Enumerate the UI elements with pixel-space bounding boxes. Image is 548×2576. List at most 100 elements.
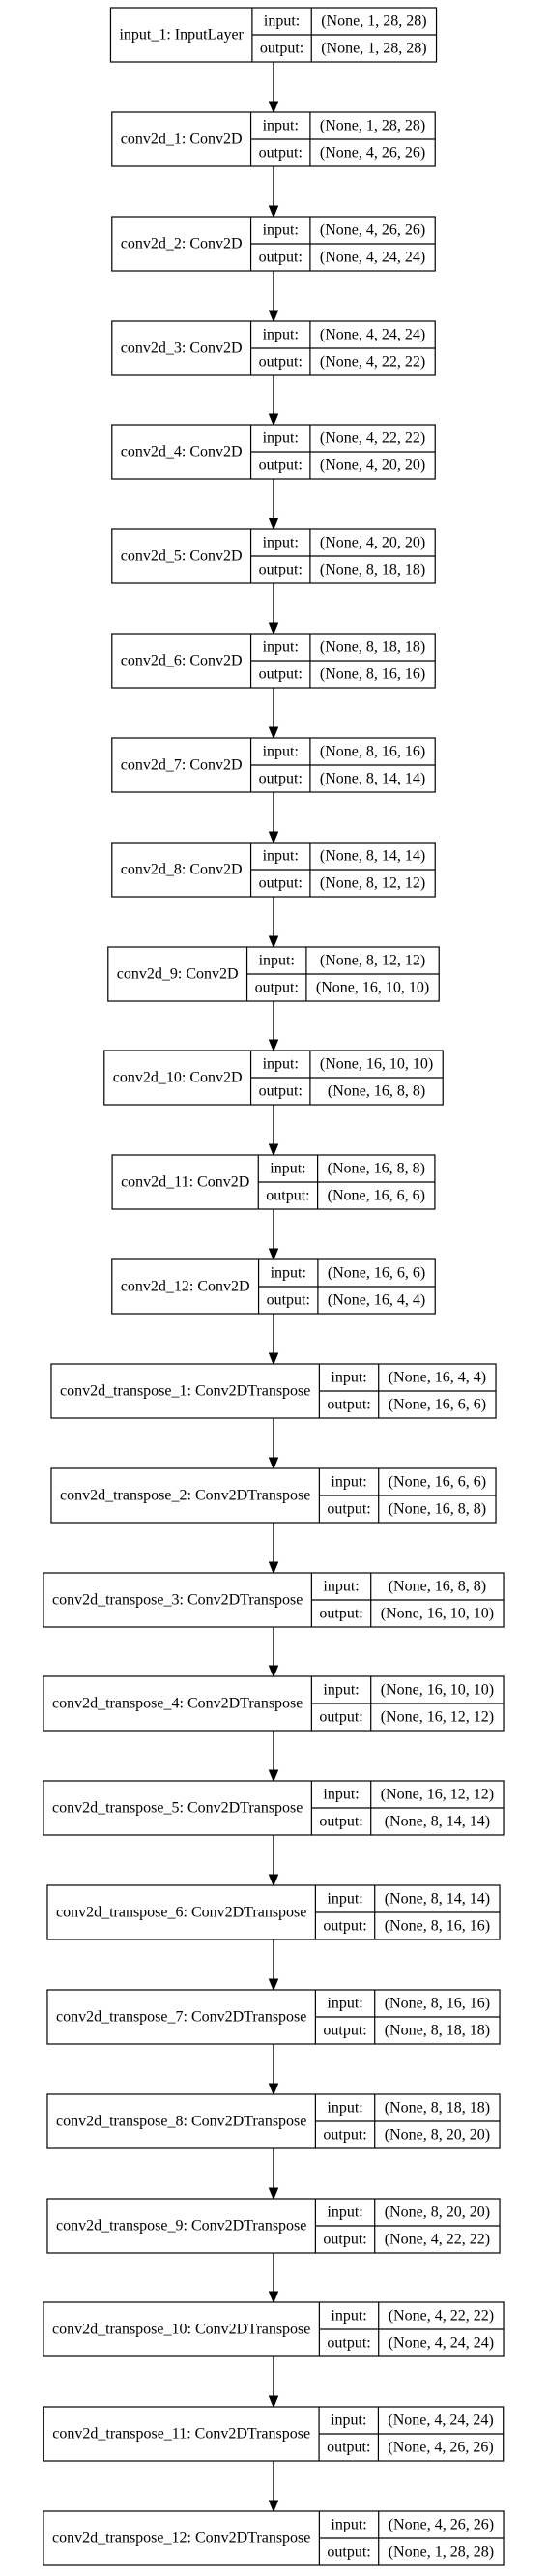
edge-arrow <box>268 1835 279 1887</box>
layer-name: conv2d_transpose_8: Conv2DTranspose <box>56 2114 306 2130</box>
edge-arrow <box>268 1001 279 1052</box>
edge-arrow <box>268 2148 279 2201</box>
input-label: input: <box>264 14 300 30</box>
layer-name: conv2d_4: Conv2D <box>121 444 243 460</box>
edge-arrow <box>268 1731 279 1783</box>
edge-arrow <box>268 271 279 323</box>
output-shape: (None, 8, 16, 16) <box>320 666 425 683</box>
input-label: input: <box>323 1579 359 1595</box>
output-label: output: <box>327 1397 370 1413</box>
input-label: input: <box>331 1370 366 1386</box>
input-label: input: <box>263 535 299 551</box>
input-label: input: <box>331 2413 366 2429</box>
input-shape: (None, 8, 12, 12) <box>320 953 425 969</box>
output-shape: (None, 16, 6, 6) <box>328 1188 425 1204</box>
layer-name: conv2d_transpose_7: Conv2DTranspose <box>56 2009 306 2026</box>
output-label: output: <box>327 1501 370 1518</box>
arrowhead <box>268 2500 279 2513</box>
input-shape: (None, 8, 14, 14) <box>320 848 425 865</box>
output-shape: (None, 8, 16, 16) <box>385 1918 490 1935</box>
input-shape: (None, 4, 24, 24) <box>388 2413 493 2429</box>
arrowhead <box>268 1457 279 1470</box>
edge-arrow <box>268 1523 279 1575</box>
layer-node: conv2d_transpose_10: Conv2DTransposeinpu… <box>43 2301 505 2357</box>
input-label: input: <box>327 2205 362 2221</box>
arrowhead <box>268 1039 279 1052</box>
arrowhead <box>268 1874 279 1887</box>
layer-box <box>50 1363 497 1419</box>
output-shape: (None, 4, 24, 24) <box>320 250 425 266</box>
layer-node: conv2d_transpose_3: Conv2DTranspose input… <box>43 1572 505 1628</box>
input-label: input: <box>327 1996 362 2012</box>
input-shape: (None, 1, 28, 28) <box>321 14 426 30</box>
arrowhead <box>268 622 279 636</box>
input-label: input: <box>323 1682 359 1699</box>
arrowhead <box>268 518 279 531</box>
arrowhead <box>268 726 279 740</box>
input-shape: (None, 4, 26, 26) <box>389 2517 494 2533</box>
arrowhead <box>268 2395 279 2409</box>
edge-arrow <box>268 2253 279 2304</box>
layer-node: conv2d_transpose_12: Conv2DTransposeinpu… <box>43 2510 505 2566</box>
arrowhead <box>268 1352 279 1366</box>
output-shape: (None, 1, 28, 28) <box>321 41 426 57</box>
output-shape: (None, 4, 26, 26) <box>388 2440 493 2456</box>
edge-arrow <box>268 1939 279 1992</box>
output-shape: (None, 4, 26, 26) <box>320 145 425 162</box>
input-label: input: <box>323 1787 359 1803</box>
layer-node: conv2d_transpose_6: Conv2DTransposeinput… <box>46 1884 501 1940</box>
input-shape: (None, 16, 6, 6) <box>328 1265 425 1282</box>
arrowhead <box>268 1978 279 1992</box>
edge-arrow <box>268 897 279 949</box>
input-shape: (None, 4, 20, 20) <box>320 535 425 551</box>
output-shape: (None, 8, 12, 12) <box>320 875 425 892</box>
layer-name: conv2d_7: Conv2D <box>121 757 243 774</box>
layer-name: conv2d_11: Conv2D <box>121 1174 249 1191</box>
input-shape: (None, 8, 14, 14) <box>385 1891 490 1908</box>
output-shape: (None, 16, 10, 10) <box>381 1606 494 1622</box>
arrowhead <box>268 205 279 219</box>
layer-name: conv2d_transpose_2: Conv2DTranspose <box>60 1488 310 1504</box>
input-shape: (None, 16, 8, 8) <box>328 1161 425 1177</box>
output-shape: (None, 16, 6, 6) <box>389 1397 486 1413</box>
output-shape: (None, 8, 18, 18) <box>385 2023 490 2039</box>
input-label: input: <box>331 1474 366 1491</box>
edge-arrow <box>268 166 279 219</box>
layer-name: conv2d_transpose_3: Conv2DTranspose <box>52 1592 303 1609</box>
input-label: input: <box>263 744 299 760</box>
output-shape: (None, 8, 14, 14) <box>320 771 425 787</box>
layer-name: conv2d_12: Conv2D <box>121 1279 250 1295</box>
input-shape: (None, 8, 20, 20) <box>385 2205 490 2221</box>
edge-arrow <box>268 1209 279 1261</box>
output-label: output: <box>323 2127 366 2144</box>
edges <box>268 62 279 2513</box>
layer-name: conv2d_transpose_12: Conv2DTranspose <box>52 2531 310 2547</box>
output-label: output: <box>319 1814 362 1830</box>
input-shape: (None, 4, 22, 22) <box>389 2308 494 2324</box>
output-label: output: <box>260 41 303 57</box>
layer-name: conv2d_transpose_11: Conv2DTranspose <box>52 2426 310 2443</box>
input-label: input: <box>263 848 299 865</box>
input-label: input: <box>263 1056 299 1073</box>
layer-name: conv2d_9: Conv2D <box>117 966 239 983</box>
output-label: output: <box>327 2440 370 2456</box>
layer-name: conv2d_8: Conv2D <box>121 862 243 878</box>
input-shape: (None, 16, 6, 6) <box>389 1474 486 1491</box>
layer-node: conv2d_transpose_9: Conv2DTransposeinput… <box>46 2198 501 2254</box>
arrowhead <box>268 413 279 427</box>
layer-name: input_1: InputLayer <box>119 27 244 44</box>
layer-node: conv2d_transpose_7: Conv2DTranspose input… <box>46 1989 501 2045</box>
input-label: input: <box>263 327 299 343</box>
output-shape: (None, 8, 18, 18) <box>320 562 425 578</box>
arrowhead <box>268 310 279 323</box>
layer-node: input_1: InputLayer input: output: (None, 1… <box>109 7 438 63</box>
edge-arrow <box>268 1418 279 1470</box>
input-shape: (None, 16, 10, 10) <box>320 1056 433 1073</box>
